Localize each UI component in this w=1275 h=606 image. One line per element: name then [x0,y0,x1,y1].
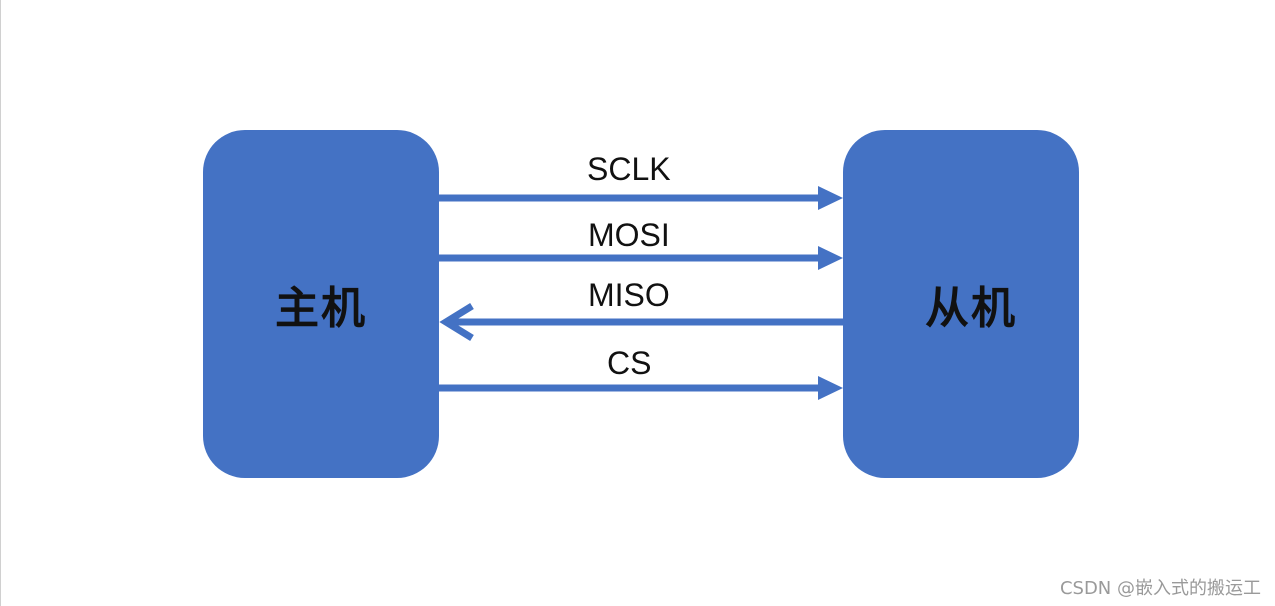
miso-arrow [439,303,843,341]
mosi-label: MOSI [588,217,670,253]
miso-label: MISO [588,277,670,313]
master-box: 主机 [203,130,439,478]
watermark: CSDN @嵌入式的搬运工 [1059,578,1261,599]
cs-arrow [439,376,843,400]
sclk-arrow [439,186,843,210]
master-label: 主机 [275,283,367,334]
sclk-label: SCLK [587,151,671,187]
slave-box: 从机 [843,130,1079,478]
cs-label: CS [607,345,652,381]
left-border-line [0,0,1,606]
slave-label: 从机 [925,283,1017,334]
mosi-arrow [439,246,843,270]
